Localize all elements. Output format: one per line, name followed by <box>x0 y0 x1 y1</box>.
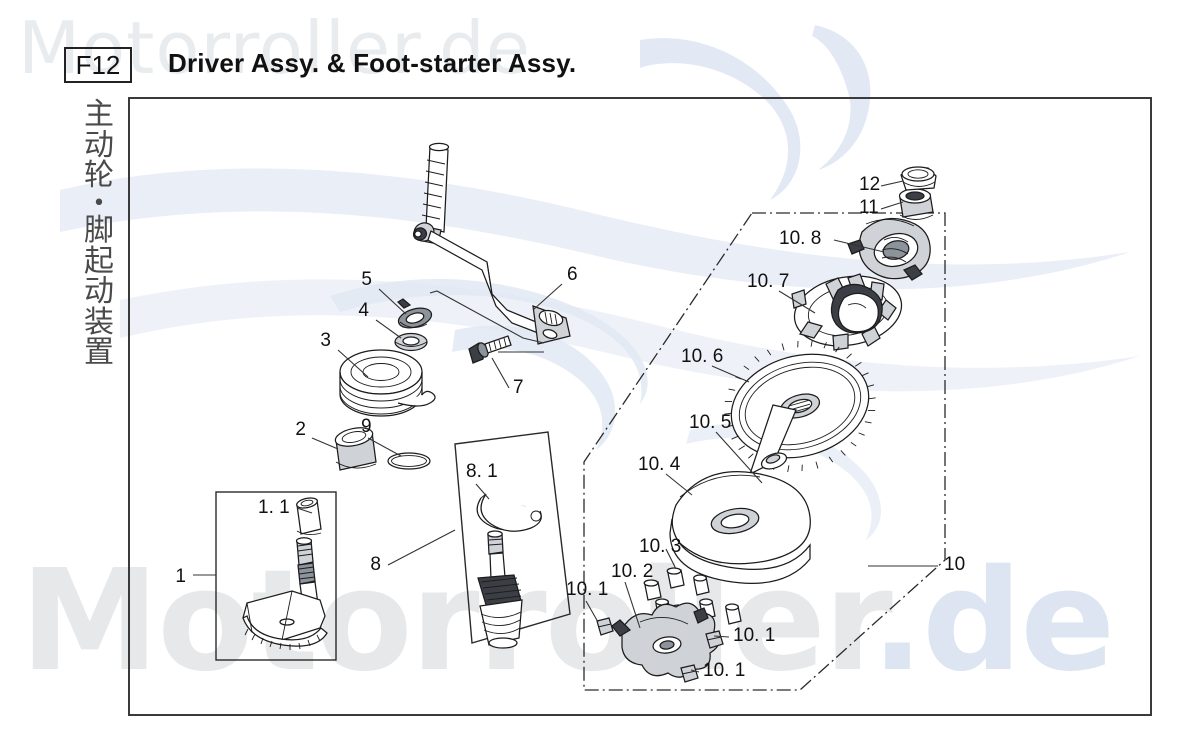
caption-char-2: 轮 <box>84 158 114 194</box>
part-3-return-spring <box>339 349 436 417</box>
caption-char-1: 动 <box>84 127 114 163</box>
callout-10-2: 10. 2 <box>611 561 653 582</box>
callout-10-7: 10. 7 <box>747 271 789 292</box>
callout-8-1: 8. 1 <box>466 461 498 482</box>
callout-10-3: 10. 3 <box>639 536 681 557</box>
leader-12 <box>880 180 904 187</box>
callout-10-5: 10. 5 <box>689 412 731 433</box>
section-code-badge: F12 <box>64 47 132 83</box>
callout-6: 6 <box>567 264 578 285</box>
leader-10-6 <box>711 365 750 383</box>
leader-7 <box>491 357 510 389</box>
callout-10-8: 10. 8 <box>779 228 821 249</box>
callout-3: 3 <box>320 330 331 351</box>
part-10-8-starter-clutch <box>847 217 931 281</box>
caption-char-0: 主 <box>84 97 114 132</box>
caption-char-8: 置 <box>84 335 114 371</box>
callout-10-1-b: 10. 1 <box>733 625 775 646</box>
part-8-1-retaining-clip <box>476 493 542 532</box>
part-6-kick-starter-lever <box>412 142 571 345</box>
leader-8-1 <box>475 483 490 500</box>
callout-4: 4 <box>358 300 369 321</box>
leader-6 <box>532 283 563 311</box>
leader-10-1-b <box>713 635 730 638</box>
header: F12 Driver Assy. & Foot-starter Assy. <box>0 0 1200 95</box>
part-1-shaft-and-gear <box>242 537 328 650</box>
part-1-1-bushing-collar <box>296 497 322 536</box>
caption-char-6: 动 <box>84 274 114 310</box>
callout-10: 10 <box>944 554 965 575</box>
leader-10-1-c <box>690 669 700 673</box>
part-8-driven-shaft <box>477 530 523 649</box>
callout-7: 7 <box>513 377 524 398</box>
callout-10-1-c: 10. 1 <box>703 660 745 681</box>
callout-10-6: 10. 6 <box>681 346 723 367</box>
part-4-washer <box>394 332 428 352</box>
part-1-group-box <box>215 491 337 661</box>
part-10-6-starter-gear-ring <box>724 339 876 473</box>
callout-8: 8 <box>370 554 381 575</box>
leader-10-1-a <box>585 600 599 623</box>
caption-char-7: 装 <box>84 304 114 340</box>
part-12-nut <box>900 166 937 191</box>
leader-8 <box>387 529 456 566</box>
part-10-3-roller-weights <box>666 567 742 625</box>
leader-10-2 <box>624 581 641 629</box>
part-2-bushing <box>334 427 377 471</box>
leader-4 <box>375 319 402 339</box>
callout-10-4: 10. 4 <box>638 454 681 475</box>
leader-1-1 <box>296 507 313 514</box>
page-title: Driver Assy. & Foot-starter Assy. <box>168 48 577 78</box>
callout-11: 11 <box>859 197 879 218</box>
callout-12: 12 <box>859 174 880 195</box>
part-10-1-sliders <box>596 617 724 683</box>
leader-9 <box>367 437 402 457</box>
part-7-bolt <box>468 335 512 364</box>
part-9-o-ring <box>387 452 431 470</box>
leader-10-3 <box>665 548 677 570</box>
callout-5: 5 <box>361 269 372 290</box>
caption-char-4: 脚 <box>84 212 114 248</box>
callout-10-1-a: 10. 1 <box>566 579 608 600</box>
callout-2: 2 <box>295 419 306 440</box>
part-11-lock-washer <box>898 188 934 220</box>
leader-10-4 <box>665 473 693 496</box>
part-10-2-ramp-plate <box>611 579 720 678</box>
callout-1-1: 1. 1 <box>258 497 290 518</box>
part-10-4-variator-cone <box>669 471 811 584</box>
leader-11 <box>880 201 904 210</box>
leader-2 <box>311 437 339 450</box>
caption-char-5: 起 <box>84 243 114 279</box>
callout-1: 1 <box>175 566 186 587</box>
callout-9: 9 <box>361 416 372 437</box>
vertical-caption: 主 动 轮 • 脚 起 动 装 置 <box>76 97 122 371</box>
part-5-clamp <box>396 298 433 329</box>
leader-detail-a <box>429 290 545 344</box>
part-10-7-fan-face-plate <box>791 273 903 351</box>
